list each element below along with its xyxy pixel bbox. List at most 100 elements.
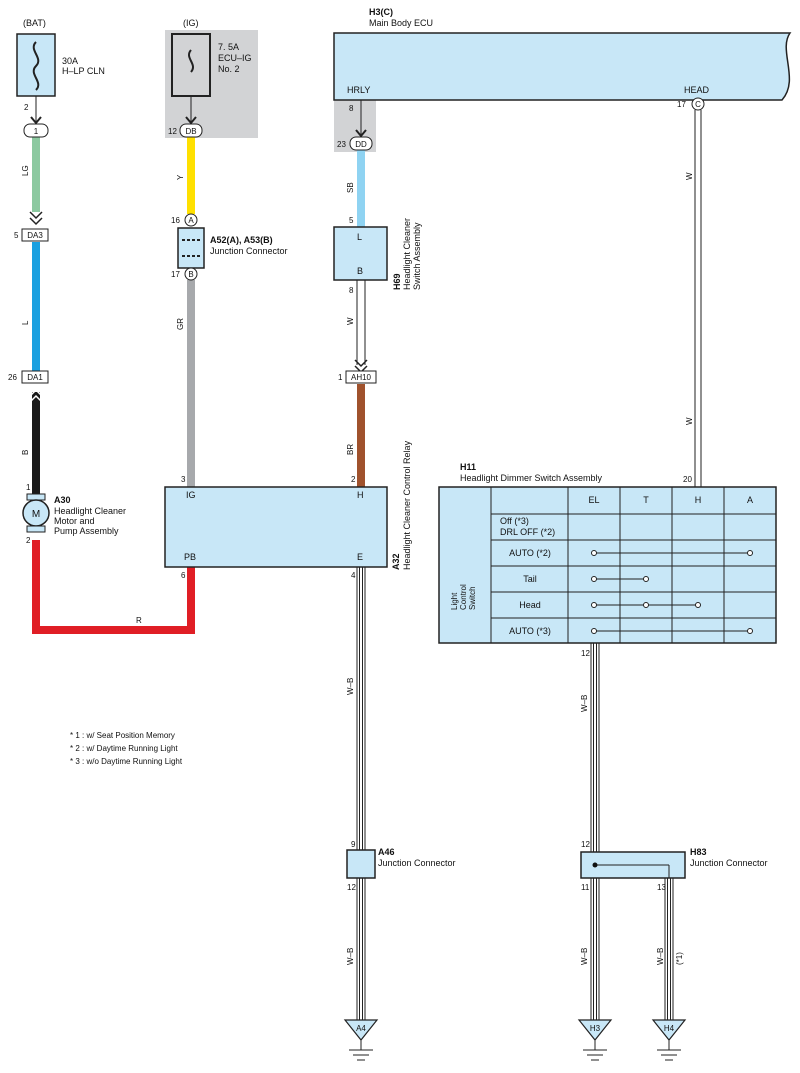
dimmer-col-el: EL xyxy=(588,495,599,505)
dimmer-row-auto2: AUTO (*2) xyxy=(509,548,551,558)
wire-y xyxy=(187,137,195,214)
h69-code: H69 xyxy=(392,273,402,290)
wire-br xyxy=(357,384,365,487)
wire-gr-label: GR xyxy=(176,318,185,330)
jc-a52-b xyxy=(184,267,198,281)
jc-a52-pin-b: 17 xyxy=(171,270,180,279)
note-1: * 1 : w/ Seat Position Memory xyxy=(70,731,175,740)
ground-h4: H4 xyxy=(651,1019,687,1061)
wire-r-vertical-left xyxy=(32,540,40,633)
h83-name: Junction Connector xyxy=(690,858,768,868)
da3-connector xyxy=(21,228,49,242)
hrly-junction xyxy=(349,136,373,151)
h69-b: B xyxy=(357,266,363,276)
wire-b xyxy=(32,392,40,494)
dimmer-name: Headlight Dimmer Switch Assembly xyxy=(460,473,603,483)
ah10-arrow-icon xyxy=(354,359,368,374)
note-2: * 2 : w/ Daytime Running Light xyxy=(70,744,178,753)
h69-name2: Switch Assembly xyxy=(412,222,422,290)
wire-wb-dimmer xyxy=(590,643,600,852)
dimmer-contact-dot xyxy=(591,576,597,582)
wire-lg-label: LG xyxy=(21,165,30,176)
ah10-pin: 1 xyxy=(338,373,343,382)
ecu-head: HEAD xyxy=(684,85,710,95)
ig-fuse-icon xyxy=(188,49,194,73)
bat-junction xyxy=(23,123,49,138)
wire-wb5-label: W–B xyxy=(656,948,665,965)
dimmer-contact-dot xyxy=(643,602,649,608)
ground-a4-label: A4 xyxy=(356,1024,366,1033)
hrly-junction-label: DD xyxy=(355,140,367,149)
wire-r-vertical-right xyxy=(187,567,195,634)
ig-arrow-icon xyxy=(185,116,197,125)
ground-h4-triangle xyxy=(651,1019,687,1041)
h69-name1: Headlight Cleaner xyxy=(402,218,412,290)
ground-h3: H3 xyxy=(577,1019,613,1061)
wire-wb-relay xyxy=(356,567,366,850)
dimmer-connections xyxy=(591,550,753,634)
jc-a52-a xyxy=(184,213,198,227)
ground-a4-icon xyxy=(349,1040,373,1061)
ecu-head-junction-label: C xyxy=(695,100,701,109)
dimmer-row-head: Head xyxy=(519,600,541,610)
jc-a52-b-label: B xyxy=(188,270,193,279)
wire-wb1-label: W–B xyxy=(346,678,355,695)
da1-connector xyxy=(21,370,49,384)
da3-label: DA3 xyxy=(27,231,43,240)
h69-pin-b: 8 xyxy=(349,286,354,295)
wire-wb-h83-out1 xyxy=(590,878,600,1020)
ig-label: (IG) xyxy=(183,18,199,28)
wire-sb xyxy=(357,150,365,227)
ig-fuse xyxy=(171,33,211,97)
a46-pin-out: 12 xyxy=(347,883,356,892)
h83-pin-out1: 11 xyxy=(581,883,590,892)
dimmer-contact-dot xyxy=(591,550,597,556)
motor-pin2: 2 xyxy=(26,536,31,545)
note-3: * 3 : w/o Daytime Running Light xyxy=(70,757,183,766)
a46-name: Junction Connector xyxy=(378,858,456,868)
relay-name: Headlight Cleaner Control Relay xyxy=(402,440,412,570)
relay-pin-pb: 6 xyxy=(181,571,186,580)
wire-gr xyxy=(187,280,195,487)
ground-h3-label: H3 xyxy=(590,1024,601,1033)
wire-wb3-label: W–B xyxy=(346,948,355,965)
dimmer-side-label-2: Control xyxy=(459,584,468,610)
dimmer-col-h: H xyxy=(695,495,702,505)
dimmer-table: EL T H A Light Control Switch Off (*3) D… xyxy=(438,486,777,644)
da3-arrow-icon xyxy=(29,211,43,226)
ground-h4-label: H4 xyxy=(664,1024,675,1033)
dimmer-row-off: Off (*3) xyxy=(500,516,529,526)
jc-a52-body xyxy=(177,227,205,269)
ecu-hrly-pin: 8 xyxy=(349,104,354,113)
ig-fuse-rating: 7. 5A xyxy=(218,42,239,52)
relay-h: H xyxy=(357,490,364,500)
a46-box xyxy=(346,849,376,879)
hrly-conn-pin: 23 xyxy=(337,140,346,149)
bat-label: (BAT) xyxy=(23,18,46,28)
ecu-name: Main Body ECU xyxy=(369,18,433,28)
wire-wb2-label: W–B xyxy=(580,695,589,712)
ecu-head-junction xyxy=(691,97,705,111)
ig-junction xyxy=(179,123,203,138)
jc-a52-a-label: A xyxy=(188,216,194,225)
ah10-label: AH10 xyxy=(351,373,372,382)
wire-br-label: BR xyxy=(346,444,355,455)
h69-pin-l: 5 xyxy=(349,216,354,225)
motor-name1: Headlight Cleaner xyxy=(54,506,126,516)
wire-l-label: L xyxy=(21,320,30,325)
da1-arrow-icon xyxy=(29,388,43,403)
wire-wb-a46-out xyxy=(356,878,366,1020)
dimmer-contact-dot xyxy=(695,602,701,608)
a46-pin-in: 9 xyxy=(351,840,356,849)
relay-pin-e: 4 xyxy=(351,571,356,580)
relay-pin-ig: 3 xyxy=(181,475,186,484)
ground-a4-triangle xyxy=(343,1019,379,1041)
dimmer-box xyxy=(438,486,777,644)
da3-pin: 5 xyxy=(14,231,19,240)
h83-splice-dot xyxy=(592,862,598,868)
wire-l xyxy=(32,242,40,372)
wires xyxy=(32,137,365,634)
ecu-box xyxy=(333,32,792,101)
bat-fuse-rating: 30A xyxy=(62,56,78,66)
motor-name2: Motor and xyxy=(54,516,95,526)
